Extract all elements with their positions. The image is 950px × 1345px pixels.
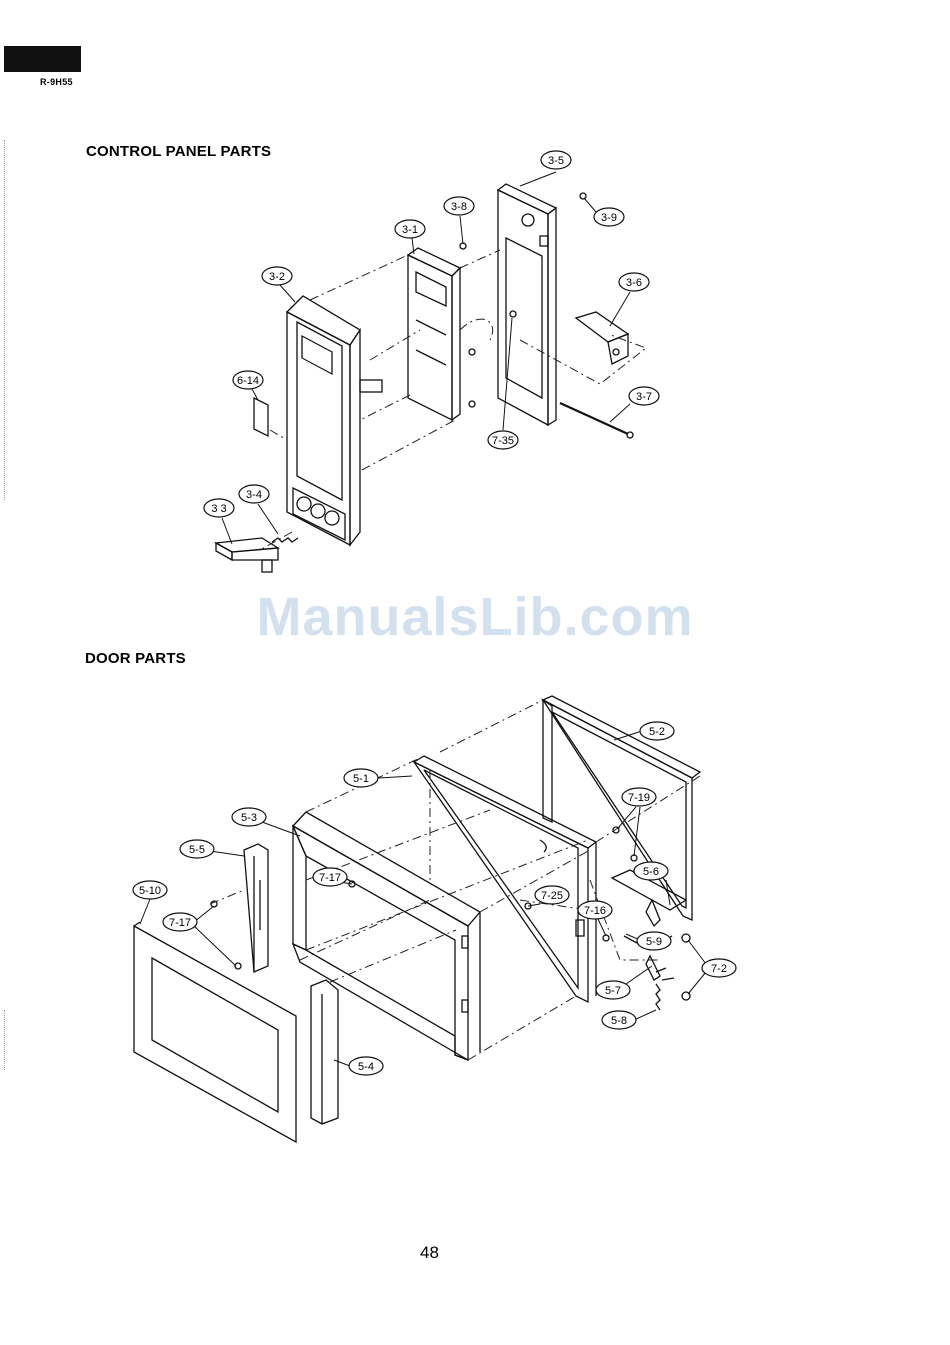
svg-text:3-5: 3-5 — [548, 155, 564, 167]
svg-text:3-6: 3-6 — [626, 277, 642, 289]
svg-text:7-25: 7-25 — [541, 890, 563, 902]
svg-text:7-17: 7-17 — [169, 917, 191, 929]
svg-text:3-7: 3-7 — [636, 391, 652, 403]
callout-6-14: 6-14 — [233, 371, 263, 400]
callout-7-17-a: 7-17 — [313, 868, 352, 886]
part-left-choke — [244, 844, 268, 972]
callout-7-17-b: 7-17 — [163, 906, 236, 966]
svg-text:3 3: 3 3 — [211, 503, 226, 515]
callout-5-7: 5-7 — [596, 966, 652, 999]
callout-3-2: 3-2 — [262, 267, 295, 302]
svg-text:7-19: 7-19 — [628, 792, 650, 804]
svg-text:3-8: 3-8 — [451, 201, 467, 213]
svg-text:7-2: 7-2 — [711, 963, 727, 975]
callout-7-25: 7-25 — [528, 886, 569, 906]
svg-text:3-4: 3-4 — [246, 489, 262, 501]
svg-text:5-3: 5-3 — [241, 812, 257, 824]
callout-5-2: 5-2 — [614, 722, 674, 740]
svg-text:5-9: 5-9 — [646, 936, 662, 948]
part-pin-3-7 — [560, 403, 628, 434]
part-control-panel-front — [287, 296, 382, 545]
callout-5-10: 5-10 — [133, 881, 167, 924]
part-label-6-14 — [254, 398, 268, 436]
callout-5-4: 5-4 — [334, 1057, 383, 1075]
callout-7-2: 7-2 — [688, 940, 736, 994]
watermark: ManualsLib.com — [0, 586, 950, 648]
part-control-panel-frame — [498, 184, 586, 425]
part-door-frame — [293, 812, 480, 1060]
svg-text:3-1: 3-1 — [402, 224, 418, 236]
callout-3-6: 3-6 — [610, 273, 649, 326]
callout-3-4: 3-4 — [239, 485, 278, 534]
svg-text:6-14: 6-14 — [237, 375, 259, 387]
callout-5-8: 5-8 — [602, 1010, 656, 1029]
door-diagram — [134, 696, 700, 1142]
svg-text:5-6: 5-6 — [643, 866, 659, 878]
callout-7-16: 7-16 — [578, 901, 612, 936]
svg-text:7-17: 7-17 — [319, 872, 341, 884]
page-number: 48 — [420, 1243, 439, 1263]
part-right-choke — [311, 980, 338, 1124]
svg-text:5-2: 5-2 — [649, 726, 665, 738]
callout-3-8: 3-8 — [444, 197, 474, 244]
svg-text:5-7: 5-7 — [605, 985, 621, 997]
callout-3-5: 3-5 — [520, 151, 571, 186]
svg-text:3-9: 3-9 — [601, 212, 617, 224]
svg-text:5-4: 5-4 — [358, 1061, 374, 1073]
part-circuit-board — [408, 243, 475, 420]
part-door-screen — [134, 922, 296, 1142]
part-door-panel — [414, 756, 596, 1002]
control-panel-diagram — [216, 184, 646, 572]
svg-text:5-5: 5-5 — [189, 844, 205, 856]
svg-text:5-8: 5-8 — [611, 1015, 627, 1027]
svg-text:7-16: 7-16 — [584, 905, 606, 917]
svg-text:5-10: 5-10 — [139, 885, 161, 897]
svg-text:5-1: 5-1 — [353, 773, 369, 785]
callout-5-1: 5-1 — [344, 769, 412, 787]
callout-7-35: 7-35 — [488, 318, 518, 449]
part-spring-and-button — [216, 538, 298, 572]
callout-3-7: 3-7 — [610, 387, 659, 422]
callout-3-9: 3-9 — [584, 198, 624, 226]
callout-3-3: 3 3 — [204, 499, 234, 544]
svg-text:7-35: 7-35 — [492, 435, 514, 447]
part-choke-cover — [543, 696, 700, 920]
callout-5-5: 5-5 — [180, 840, 244, 858]
callout-5-3: 5-3 — [232, 808, 300, 836]
svg-text:3-2: 3-2 — [269, 271, 285, 283]
